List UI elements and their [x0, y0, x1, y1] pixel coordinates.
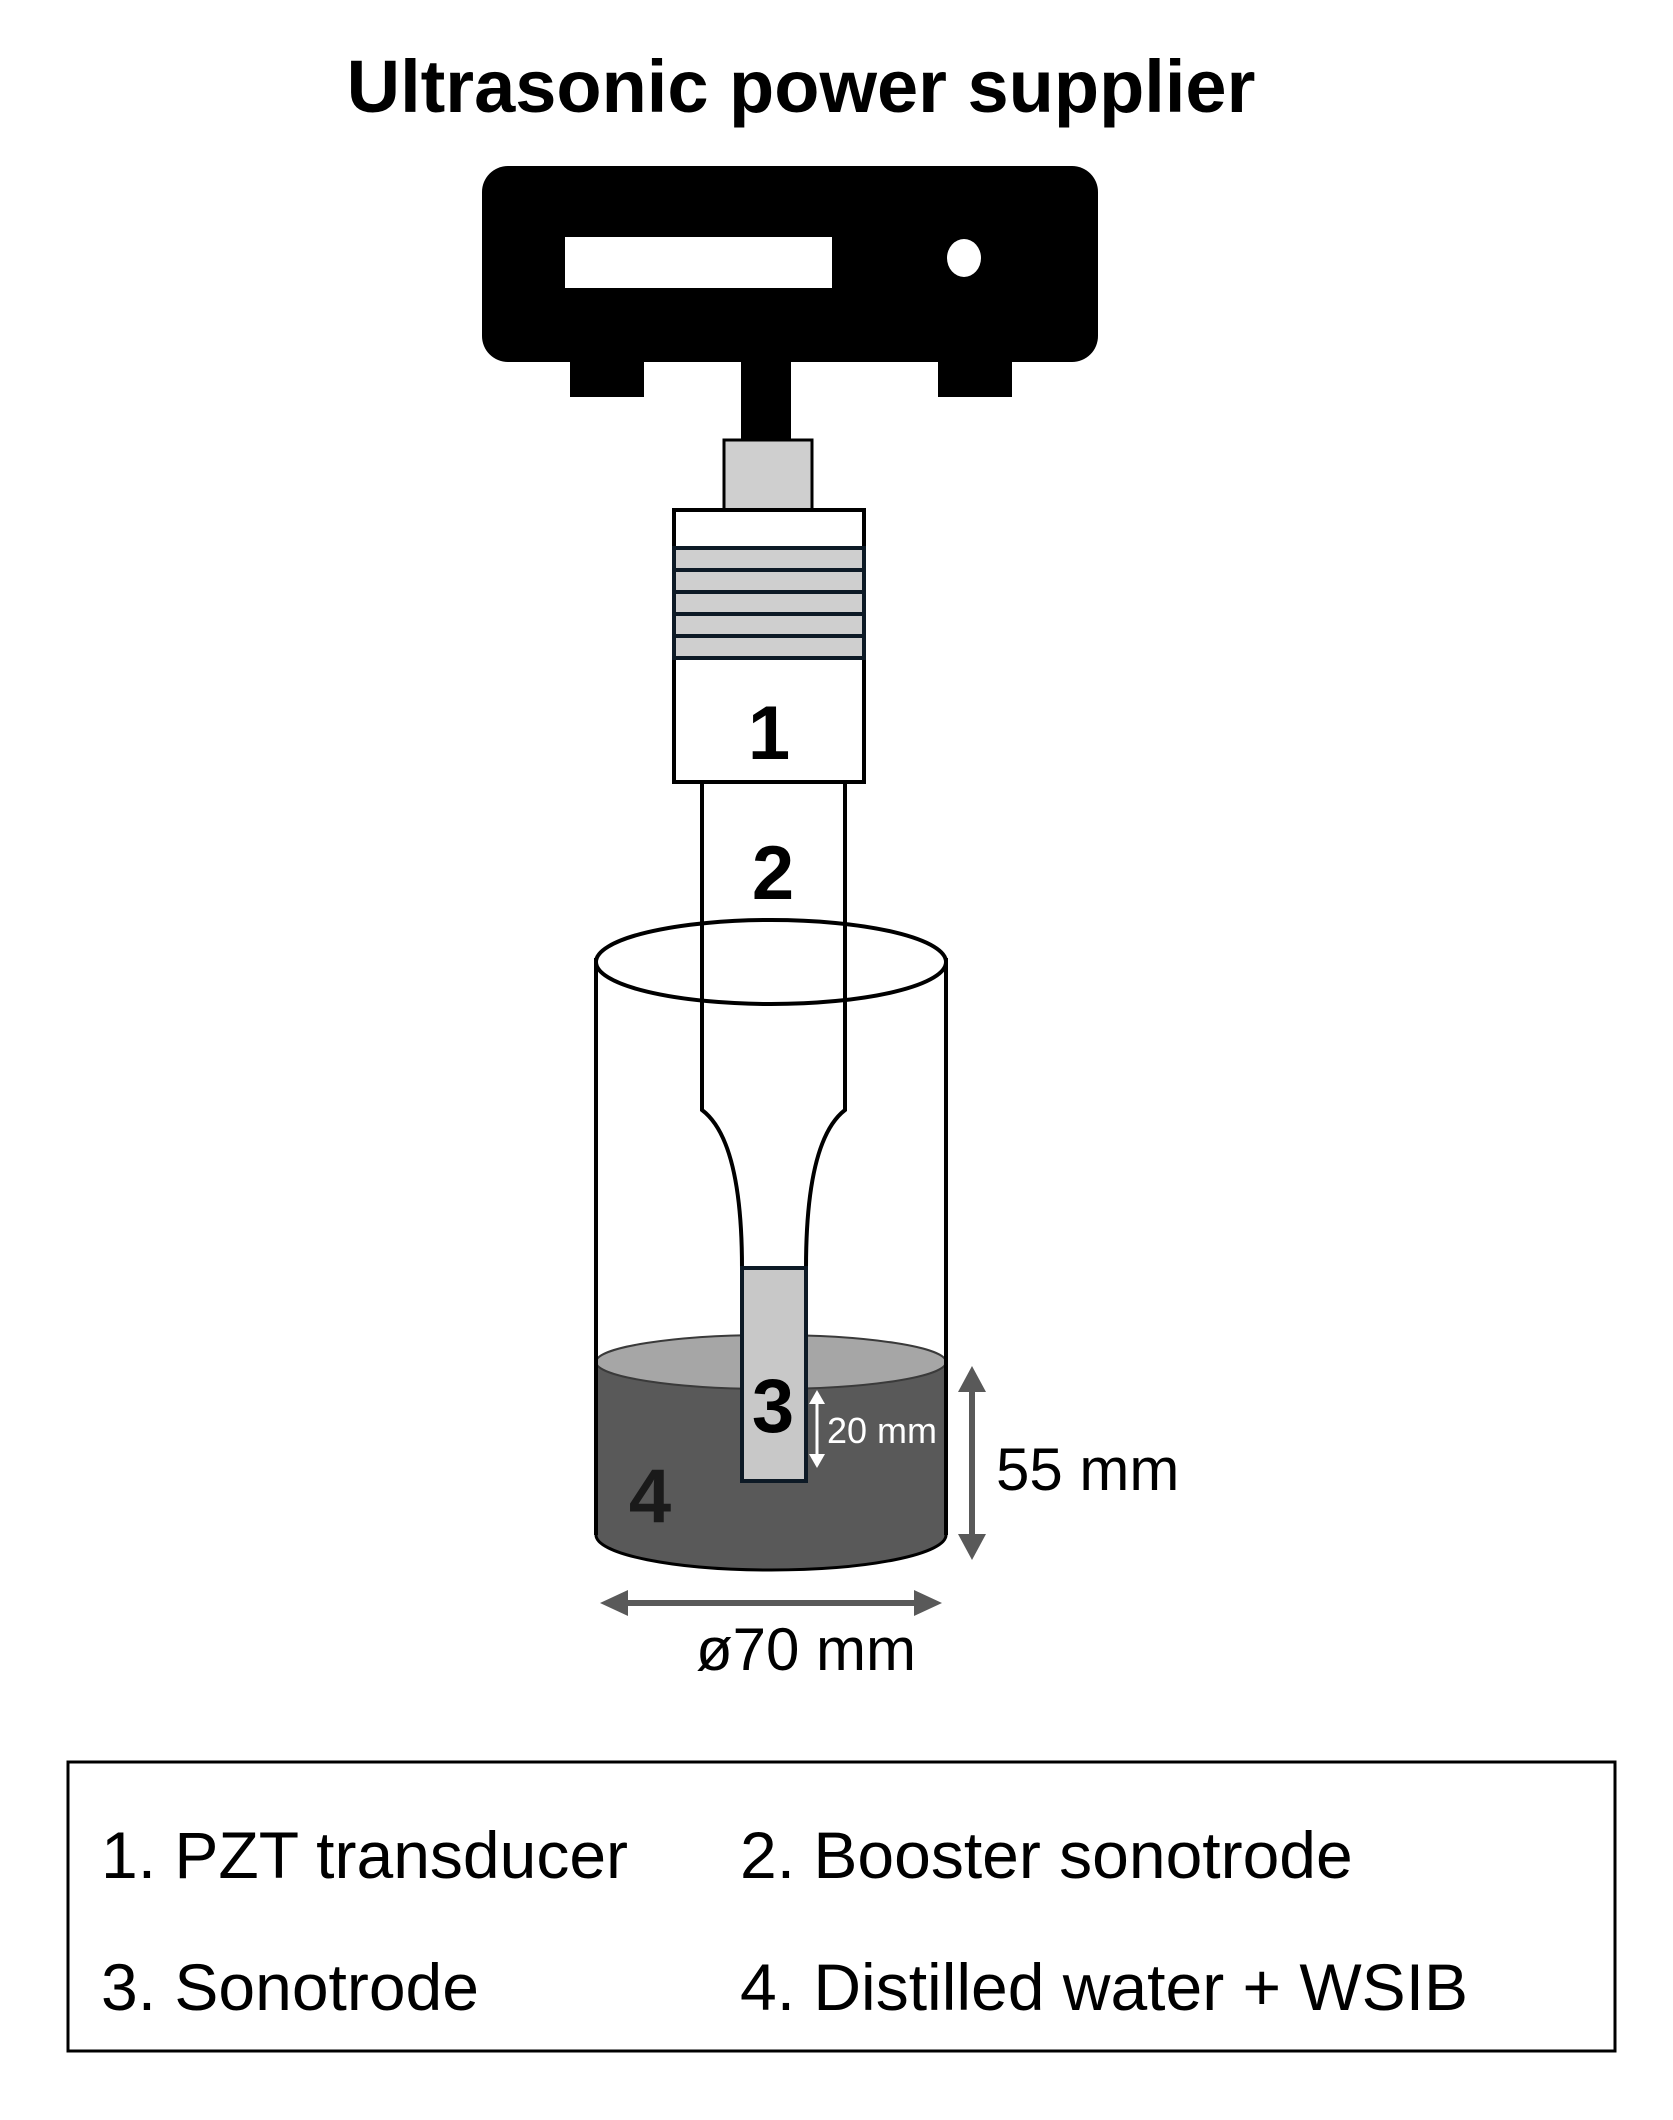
power-supplier-foot-left: [570, 355, 644, 397]
legend-item-sonotrode: 3. Sonotrode: [101, 1950, 479, 2024]
pzt-stack: [672, 546, 866, 660]
power-supplier-device: [482, 166, 1098, 443]
part-number-1: 1: [748, 691, 790, 776]
arrow-head-down-icon: [809, 1454, 825, 1468]
legend: 1. PZT transducer 2. Booster sonotrode 3…: [66, 1760, 1617, 2053]
beaker-rim: [594, 918, 948, 1006]
immersion-depth-dimension: 20 mm: [809, 1390, 937, 1468]
part-number-3: 3: [752, 1364, 794, 1449]
cable-connector: [722, 438, 814, 512]
booster-sonotrode: 2: [700, 782, 847, 1270]
arrow-head-left-icon: [600, 1590, 628, 1616]
legend-item-pzt-transducer: 1. PZT transducer: [101, 1818, 628, 1892]
beaker-bottom: [594, 1534, 948, 1572]
pzt-disc: [672, 568, 866, 594]
sonotrode-tip: [740, 1266, 808, 1483]
arrow-head-up-icon: [809, 1390, 825, 1404]
sonotrode: 3: [740, 1266, 808, 1483]
liquid-height-dimension: 55 mm: [958, 1366, 1179, 1560]
part-number-4: 4: [629, 1454, 671, 1539]
arrow-head-up-icon: [958, 1366, 986, 1392]
pzt-disc: [672, 546, 866, 572]
beaker-diameter-label: ø70 mm: [696, 1616, 916, 1683]
beaker-diameter-dimension: ø70 mm: [600, 1590, 942, 1683]
legend-box: [66, 1760, 1617, 2053]
legend-item-distilled-water: 4. Distilled water + WSIB: [740, 1950, 1468, 2024]
power-cable: [741, 355, 791, 443]
power-supplier-foot-right: [938, 355, 1012, 397]
liquid-height-label: 55 mm: [996, 1436, 1179, 1503]
pzt-disc: [672, 612, 866, 638]
immersion-depth-label: 20 mm: [827, 1410, 937, 1451]
pzt-transducer: 1: [672, 508, 866, 784]
arrow-head-right-icon: [914, 1590, 942, 1616]
arrow-head-down-icon: [958, 1534, 986, 1560]
diagram-title: Ultrasonic power supplier: [347, 45, 1256, 128]
legend-item-booster-sonotrode: 2. Booster sonotrode: [740, 1818, 1353, 1892]
power-supplier-knob: [947, 239, 981, 277]
part-number-2: 2: [752, 831, 794, 916]
power-supplier-display: [565, 237, 832, 288]
pzt-disc: [672, 634, 866, 660]
pzt-disc: [672, 590, 866, 616]
